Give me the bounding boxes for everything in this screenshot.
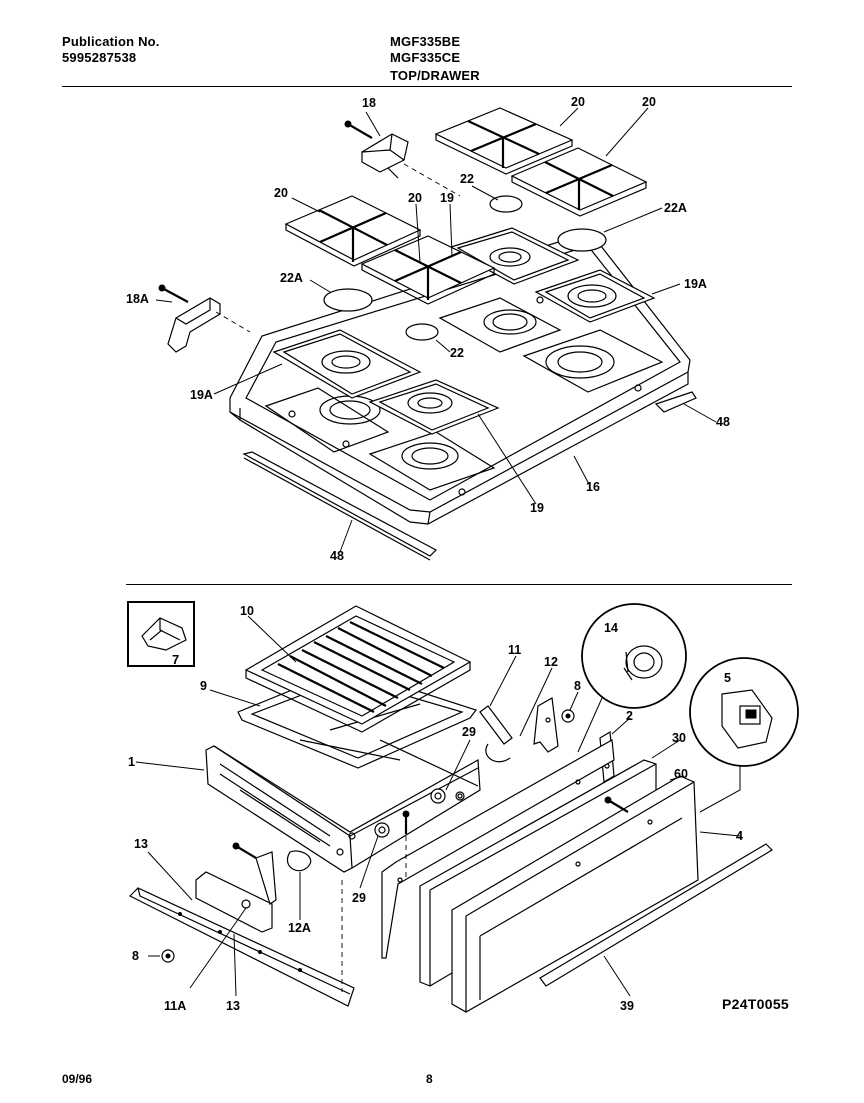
callout-4: 4 [736,829,743,843]
callout-13: 13 [226,999,240,1013]
trim-39 [539,843,773,987]
section-title: TOP/DRAWER [390,68,480,83]
callout-18: 18 [362,96,376,110]
callout-22: 22 [460,172,474,186]
burner-spill-grate-19a-left [272,329,422,399]
callouts-bottom: 7 10 14 11 12 8 5 9 2 29 30 1 60 4 13 29… [128,604,743,1013]
clip-29-upper [430,788,446,804]
broiler-grid-10 [244,605,472,733]
callout-22a: 22A [280,271,303,285]
callout-48: 48 [330,549,344,563]
callout-18a: 18A [126,292,149,306]
callout-8: 8 [132,949,139,963]
callout-1: 1 [128,755,135,769]
drawer-inner-panel [381,739,615,959]
callout-22: 22 [450,346,464,360]
callout-19a: 19A [190,388,213,402]
model-number-2: MGF335CE [390,50,461,65]
callout-60: 60 [674,767,688,781]
callout-7: 7 [172,652,179,667]
burner-cap-22a-right [557,228,607,252]
callout-2: 2 [626,709,633,723]
header-rule [62,86,792,87]
callout-48: 48 [716,415,730,429]
callout-39: 39 [620,999,634,1013]
callout-19a: 19A [684,277,707,291]
clip-12a [287,850,312,872]
screw-icon [604,796,629,813]
bracket-12 [533,697,559,753]
callout-30: 30 [672,731,686,745]
screw-icon [158,284,189,303]
screw-icon [402,810,410,834]
callout-16: 16 [586,480,600,494]
publication-label: Publication No. [62,34,160,49]
rail-11 [479,705,513,745]
callout-10: 10 [240,604,254,618]
callout-19: 19 [530,501,544,515]
callout-5: 5 [724,671,731,685]
model-number-1: MGF335BE [390,34,461,49]
callout-13: 13 [134,837,148,851]
trim-strip-48-front [242,451,437,561]
grate-20-back-left [434,107,574,175]
burner-spill-grate-19-right [446,227,580,285]
callout-20: 20 [571,95,585,109]
callout-12a: 12A [288,921,311,935]
callout-20: 20 [408,191,422,205]
screw-icon [344,120,373,139]
callouts-top: 18 20 20 20 20 22 22A 19 22A 18A 19A 22 … [126,95,730,563]
callout-20: 20 [642,95,656,109]
page-number: 8 [426,1072,433,1086]
leader-lines [135,107,741,997]
burner-spill-grate-19-left [368,379,500,435]
callout-11: 11 [508,643,521,657]
trim-strip-48-right [654,391,697,413]
burner-cap-22a-left [323,288,373,312]
burner-cap-22-left [405,323,439,341]
clip-29-lower [374,822,390,838]
grate-20-back-right [510,147,648,217]
callout-29: 29 [462,725,476,739]
bracket-18 [361,133,409,179]
callout-8: 8 [574,679,581,693]
footer-date: 09/96 [62,1072,93,1086]
wire-clip-icon [485,743,511,763]
bracket-18a [167,297,221,353]
diagram-code: P24T0055 [722,996,790,1012]
nut-8-upper [561,709,575,723]
callout-29: 29 [352,891,366,905]
callout-20: 20 [274,186,288,200]
drawer-slide-13-upper [195,851,277,933]
callout-12: 12 [544,655,558,669]
callout-11a: 11A [164,999,186,1013]
detail-circle-14 [581,603,687,709]
grate-20-front-right [360,235,496,305]
drawer-body-1 [205,739,481,873]
callout-9: 9 [200,679,207,693]
drawer-slide-13-lower [128,887,355,1007]
callout-22a: 22A [664,201,687,215]
part-7-inset [127,601,195,667]
drawer-front-60 [451,775,699,1013]
callout-14: 14 [604,621,618,635]
publication-number: 5995287538 [62,50,137,65]
detail-circle-5 [689,657,799,767]
section-divider-rule [126,584,792,585]
callout-19: 19 [440,191,454,205]
nut-8-lower [161,949,175,963]
screw-icon [232,842,257,859]
burner-spill-grate-19a-right [534,269,656,323]
